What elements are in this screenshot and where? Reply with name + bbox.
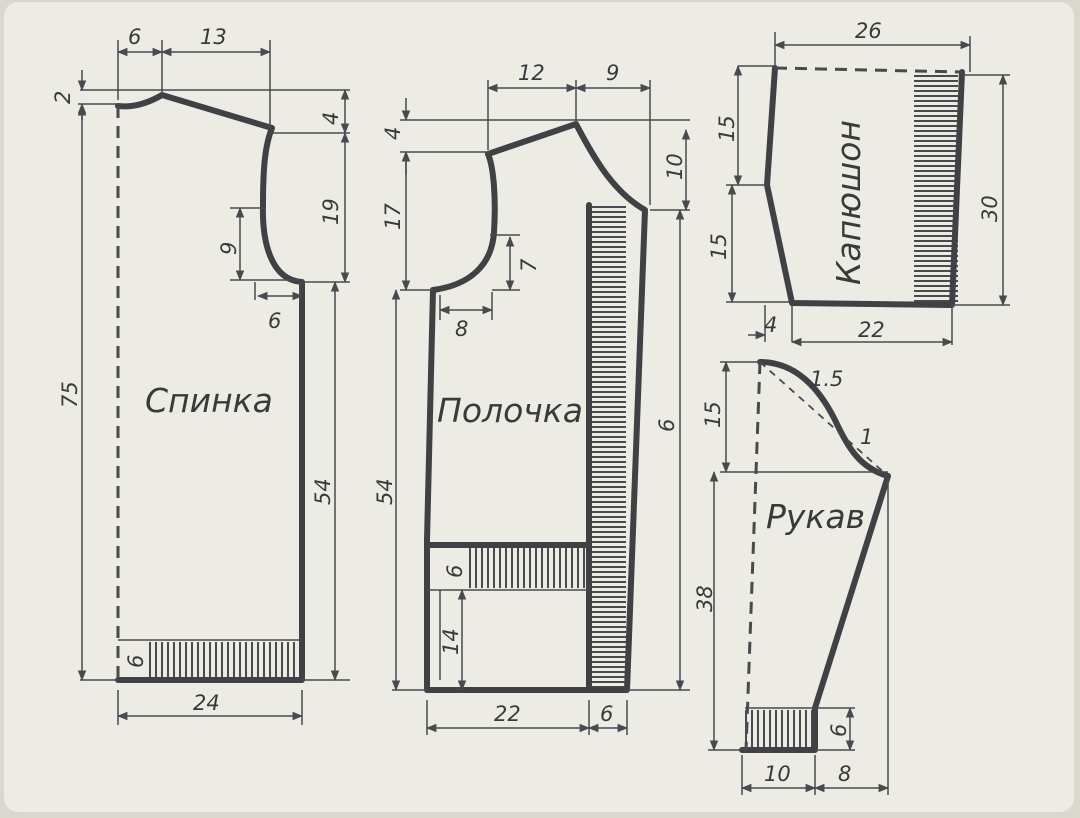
- back-ribbing: [149, 642, 301, 678]
- hood-dim-total-height: 30: [978, 195, 1002, 222]
- back-dim-neck-depth: 2: [51, 91, 75, 104]
- front-outline: [424, 121, 648, 693]
- back-dim-total-length: 75: [58, 381, 82, 408]
- front-dim-width: 22: [494, 702, 521, 726]
- front-dim-side-length: 54: [373, 478, 397, 505]
- hood-dim-lower-height: 15: [707, 233, 731, 260]
- front-title: Полочка: [437, 391, 583, 430]
- hood-dim-offset: 4: [764, 313, 777, 337]
- hood-piece: Капюшон 26 15 15 30 4 22: [707, 19, 1010, 347]
- back-piece: Спинка 6 13 2 4 19 9 6 75 54 6 24: [51, 25, 350, 725]
- sleeve-outline: [739, 359, 891, 753]
- sleeve-dim-rib-height: 6: [827, 724, 851, 737]
- sleeve-title: Рукав: [766, 497, 865, 536]
- pattern-drawing: Спинка 6 13 2 4 19 9 6 75 54 6 24 Полочк…: [51, 19, 1010, 795]
- sleeve-dim-cap-height: 15: [701, 401, 725, 428]
- hood-dim-base: 22: [858, 318, 885, 342]
- front-dim-armhole-depth: 17: [381, 203, 405, 230]
- front-dim-shoulder-drop: 4: [381, 127, 405, 140]
- sleeve-dim-cuff-width: 10: [764, 762, 791, 786]
- front-dim-pocket-rib: 6: [443, 565, 467, 578]
- sleeve-piece: Рукав 1.5 15 1 38 6 10 8: [693, 359, 891, 795]
- hood-fold-line: [774, 66, 963, 74]
- back-dim-armhole-curve: 9: [217, 242, 241, 255]
- back-dim-armhole-width: 6: [268, 309, 281, 333]
- back-outline: [115, 92, 305, 683]
- front-dim-shoulder-width: 9: [606, 61, 619, 85]
- back-dim-neck-width: 6: [128, 25, 141, 49]
- sleeve-dim-length: 38: [693, 585, 717, 612]
- hood-title: Капюшон: [829, 120, 868, 285]
- hood-dim-width: 26: [855, 19, 882, 43]
- back-title: Спинка: [145, 381, 273, 420]
- back-dim-shoulder-drop: 4: [319, 112, 343, 125]
- back-dim-width: 24: [193, 691, 220, 715]
- front-dim-neck-depth: 10: [663, 153, 687, 180]
- front-ribbing: [469, 206, 626, 688]
- sleeve-dim-cap-lower: 1: [860, 425, 873, 449]
- front-dim-armhole-curve: 7: [517, 258, 541, 272]
- front-dim-band-width: 6: [655, 419, 679, 432]
- front-dim-neck-width: 12: [518, 61, 545, 85]
- front-piece: Полочка 12 9 4 10 17 7 8 54 6 6 14 22 6: [373, 61, 691, 735]
- front-dim-pocket-height: 14: [439, 628, 463, 655]
- sleeve-dim-cap-upper: 1.5: [810, 367, 843, 391]
- back-dim-rib-height: 6: [124, 655, 148, 668]
- hood-dim-upper-height: 15: [715, 115, 739, 142]
- back-dim-shoulder-width: 13: [200, 25, 227, 49]
- front-dim-band-bottom: 6: [600, 702, 613, 726]
- back-dim-side-length: 54: [311, 478, 335, 505]
- hood-outline: [764, 65, 965, 308]
- sleeve-cap-chord: [759, 361, 889, 477]
- front-dim-armhole-width: 8: [455, 317, 468, 341]
- sleeve-ribbing: [745, 710, 813, 748]
- drawing-sheet: Спинка 6 13 2 4 19 9 6 75 54 6 24 Полочк…: [4, 2, 1074, 812]
- sleeve-dim-wrist-offset: 8: [838, 762, 851, 786]
- sleeve-fold-line: [744, 361, 762, 751]
- back-dim-armhole-depth: 19: [319, 198, 343, 225]
